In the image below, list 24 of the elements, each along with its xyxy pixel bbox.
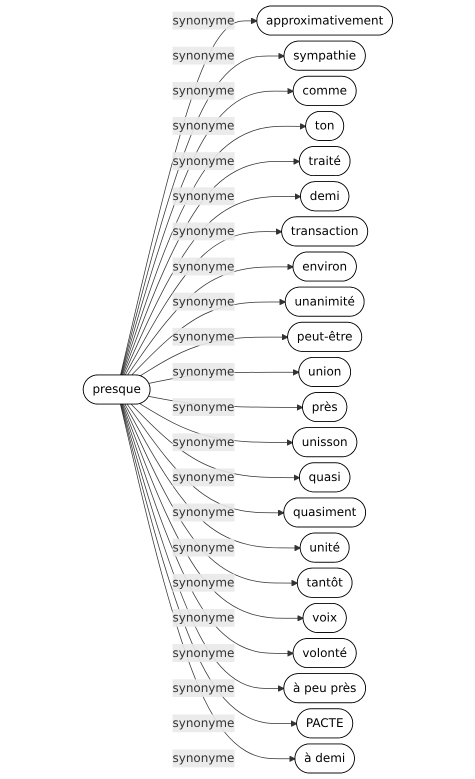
edge-label: synonyme (172, 188, 234, 203)
edge-label: synonyme (172, 646, 234, 660)
edge-label: synonyme (172, 329, 234, 344)
edge-label: synonyme (172, 575, 234, 590)
edge-label: synonyme (172, 259, 234, 274)
edge-label: synonyme (172, 83, 234, 98)
edge-label: synonyme (172, 400, 234, 414)
edge-label: synonyme (172, 118, 234, 133)
edge-label: synonyme (172, 434, 234, 449)
edge-label: synonyme (172, 154, 234, 168)
arrow (130, 298, 286, 376)
edge-label: synonyme (172, 540, 234, 554)
edge-label: synonyme (172, 470, 234, 484)
edge-label: synonyme (172, 750, 234, 766)
edge-label: synonyme (172, 364, 234, 379)
edge-label: synonyme (172, 680, 234, 695)
edge-label: synonyme (172, 505, 234, 520)
edge-label: synonyme (172, 224, 234, 238)
edge-label: synonyme (172, 13, 234, 28)
edge-label: synonyme (172, 610, 234, 625)
edge-label: synonyme (172, 48, 234, 62)
edge-label: synonyme (172, 716, 234, 730)
arrow (124, 228, 282, 376)
edge-label: synonyme (172, 294, 234, 308)
